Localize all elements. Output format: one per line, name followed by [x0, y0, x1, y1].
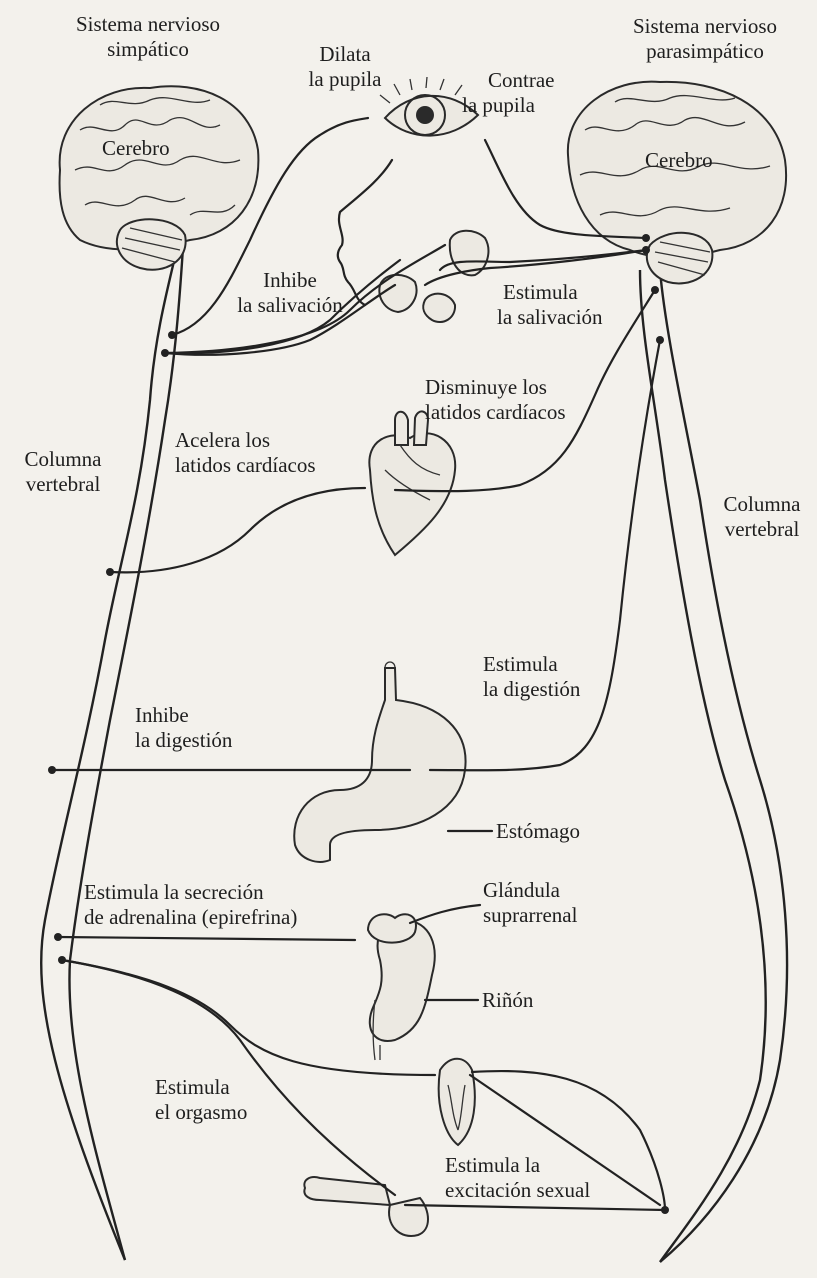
stim-digestion-line1: Estimula: [483, 652, 580, 677]
spine-right-line2: vertebral: [708, 517, 816, 542]
brain-label-left: Cerebro: [102, 136, 170, 161]
spine-right-line1: Columna: [708, 492, 816, 517]
sympathetic-system-title: Sistema nervioso simpático: [48, 12, 248, 62]
spine-right-inner: [660, 270, 787, 1262]
speed-heart-line1: Acelera los: [175, 428, 316, 453]
female-genitalia-icon: [439, 1059, 475, 1145]
adrenaline-line1: Estimula la secreción: [84, 880, 297, 905]
adrenaline-label: Estimula la secreción de adrenalina (epi…: [84, 880, 297, 930]
inhibit-saliva-line2: la salivación: [215, 293, 365, 318]
inhibit-digestion-line2: la digestión: [135, 728, 232, 753]
stomach-icon: [294, 662, 465, 862]
sexual-arousal-label: Estimula la excitación sexual: [445, 1153, 590, 1203]
dilate-line1: Dilata: [290, 42, 400, 67]
stim-saliva-label: Estimula la salivación: [497, 280, 603, 330]
parasympathetic-title-line2: parasimpático: [595, 39, 815, 64]
salivary-gland-icon: [379, 231, 488, 322]
sympathetic-title-line2: simpático: [48, 37, 248, 62]
stim-saliva-line2: la salivación: [497, 305, 603, 330]
kidney-label: Riñón: [482, 988, 533, 1013]
nerve-ending: [168, 331, 176, 339]
sympathetic-title-line1: Sistema nervioso: [48, 12, 248, 37]
inhibit-digestion-label: Inhibe la digestión: [135, 703, 232, 753]
spine-left-line2: vertebral: [8, 472, 118, 497]
nerve-ending: [58, 956, 66, 964]
male-genitalia-icon: [304, 1177, 428, 1236]
orgasm-line2: el orgasmo: [155, 1100, 247, 1125]
contract-line1: Contrae: [462, 68, 554, 93]
slow-heart-line1: Disminuye los: [425, 375, 566, 400]
spine-left-line1: Columna: [8, 447, 118, 472]
parasympathetic-title-line1: Sistema nervioso: [595, 14, 815, 39]
slow-heart-line2: latidos cardíacos: [425, 400, 566, 425]
dilate-pupil-label: Dilata la pupila: [290, 42, 400, 92]
slow-heart-label: Disminuye los latidos cardíacos: [425, 375, 566, 425]
inhibit-saliva-label: Inhibe la salivación: [215, 268, 365, 318]
orgasm-label: Estimula el orgasmo: [155, 1075, 247, 1125]
adrenal-gland-label: Glándula suprarrenal: [483, 878, 577, 928]
nerve-ending: [651, 286, 659, 294]
brain-label-right: Cerebro: [645, 148, 713, 173]
speed-heart-label: Acelera los latidos cardíacos: [175, 428, 316, 478]
nerve-ending: [54, 933, 62, 941]
nerve-ending: [661, 1206, 669, 1214]
nerve-ending: [656, 336, 664, 344]
stim-saliva-line1: Estimula: [497, 280, 603, 305]
spine-label-left: Columna vertebral: [8, 447, 118, 497]
brain-icon-right: [568, 82, 786, 284]
dilate-line2: la pupila: [290, 67, 400, 92]
nerve-ending: [642, 246, 650, 254]
parasympathetic-system-title: Sistema nervioso parasimpático: [595, 14, 815, 64]
spine-label-right: Columna vertebral: [708, 492, 816, 542]
spine-right: [640, 270, 766, 1262]
stomach-label: Estómago: [496, 819, 580, 844]
nerve-ending: [48, 766, 56, 774]
arousal-line1: Estimula la: [445, 1153, 590, 1178]
adrenaline-line2: de adrenalina (epirefrina): [84, 905, 297, 930]
contract-pupil-label: Contrae la pupila: [462, 68, 554, 118]
nerve-ending: [642, 234, 650, 242]
arousal-line2: excitación sexual: [445, 1178, 590, 1203]
stim-digestion-label: Estimula la digestión: [483, 652, 580, 702]
contract-line2: la pupila: [462, 93, 554, 118]
heart-icon: [369, 411, 455, 555]
orgasm-line1: Estimula: [155, 1075, 247, 1100]
inhibit-digestion-line1: Inhibe: [135, 703, 232, 728]
inhibit-saliva-line1: Inhibe: [215, 268, 365, 293]
adrenal-gland-icon: [368, 914, 416, 942]
speed-heart-line2: latidos cardíacos: [175, 453, 316, 478]
adrenal-gland-line2: suprarrenal: [483, 903, 577, 928]
stim-digestion-line2: la digestión: [483, 677, 580, 702]
adrenal-gland-line1: Glándula: [483, 878, 577, 903]
nerve-ending: [161, 349, 169, 357]
nerve-ending: [106, 568, 114, 576]
brain-icon-left: [60, 86, 259, 269]
